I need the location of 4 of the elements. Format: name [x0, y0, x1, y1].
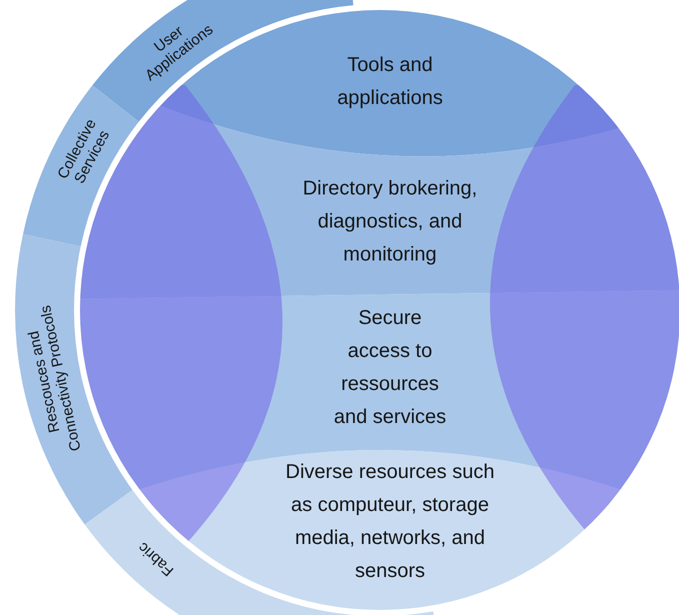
layer-label: Diverse resources such as computeur, storage media, networks, and sensors — [282, 456, 498, 588]
layer-label: Secure access to ressources and services — [329, 302, 451, 434]
layer-label: Tools and applications — [295, 49, 485, 115]
layer-label: Directory brokering, diagnostics, and monitoring — [270, 172, 510, 272]
